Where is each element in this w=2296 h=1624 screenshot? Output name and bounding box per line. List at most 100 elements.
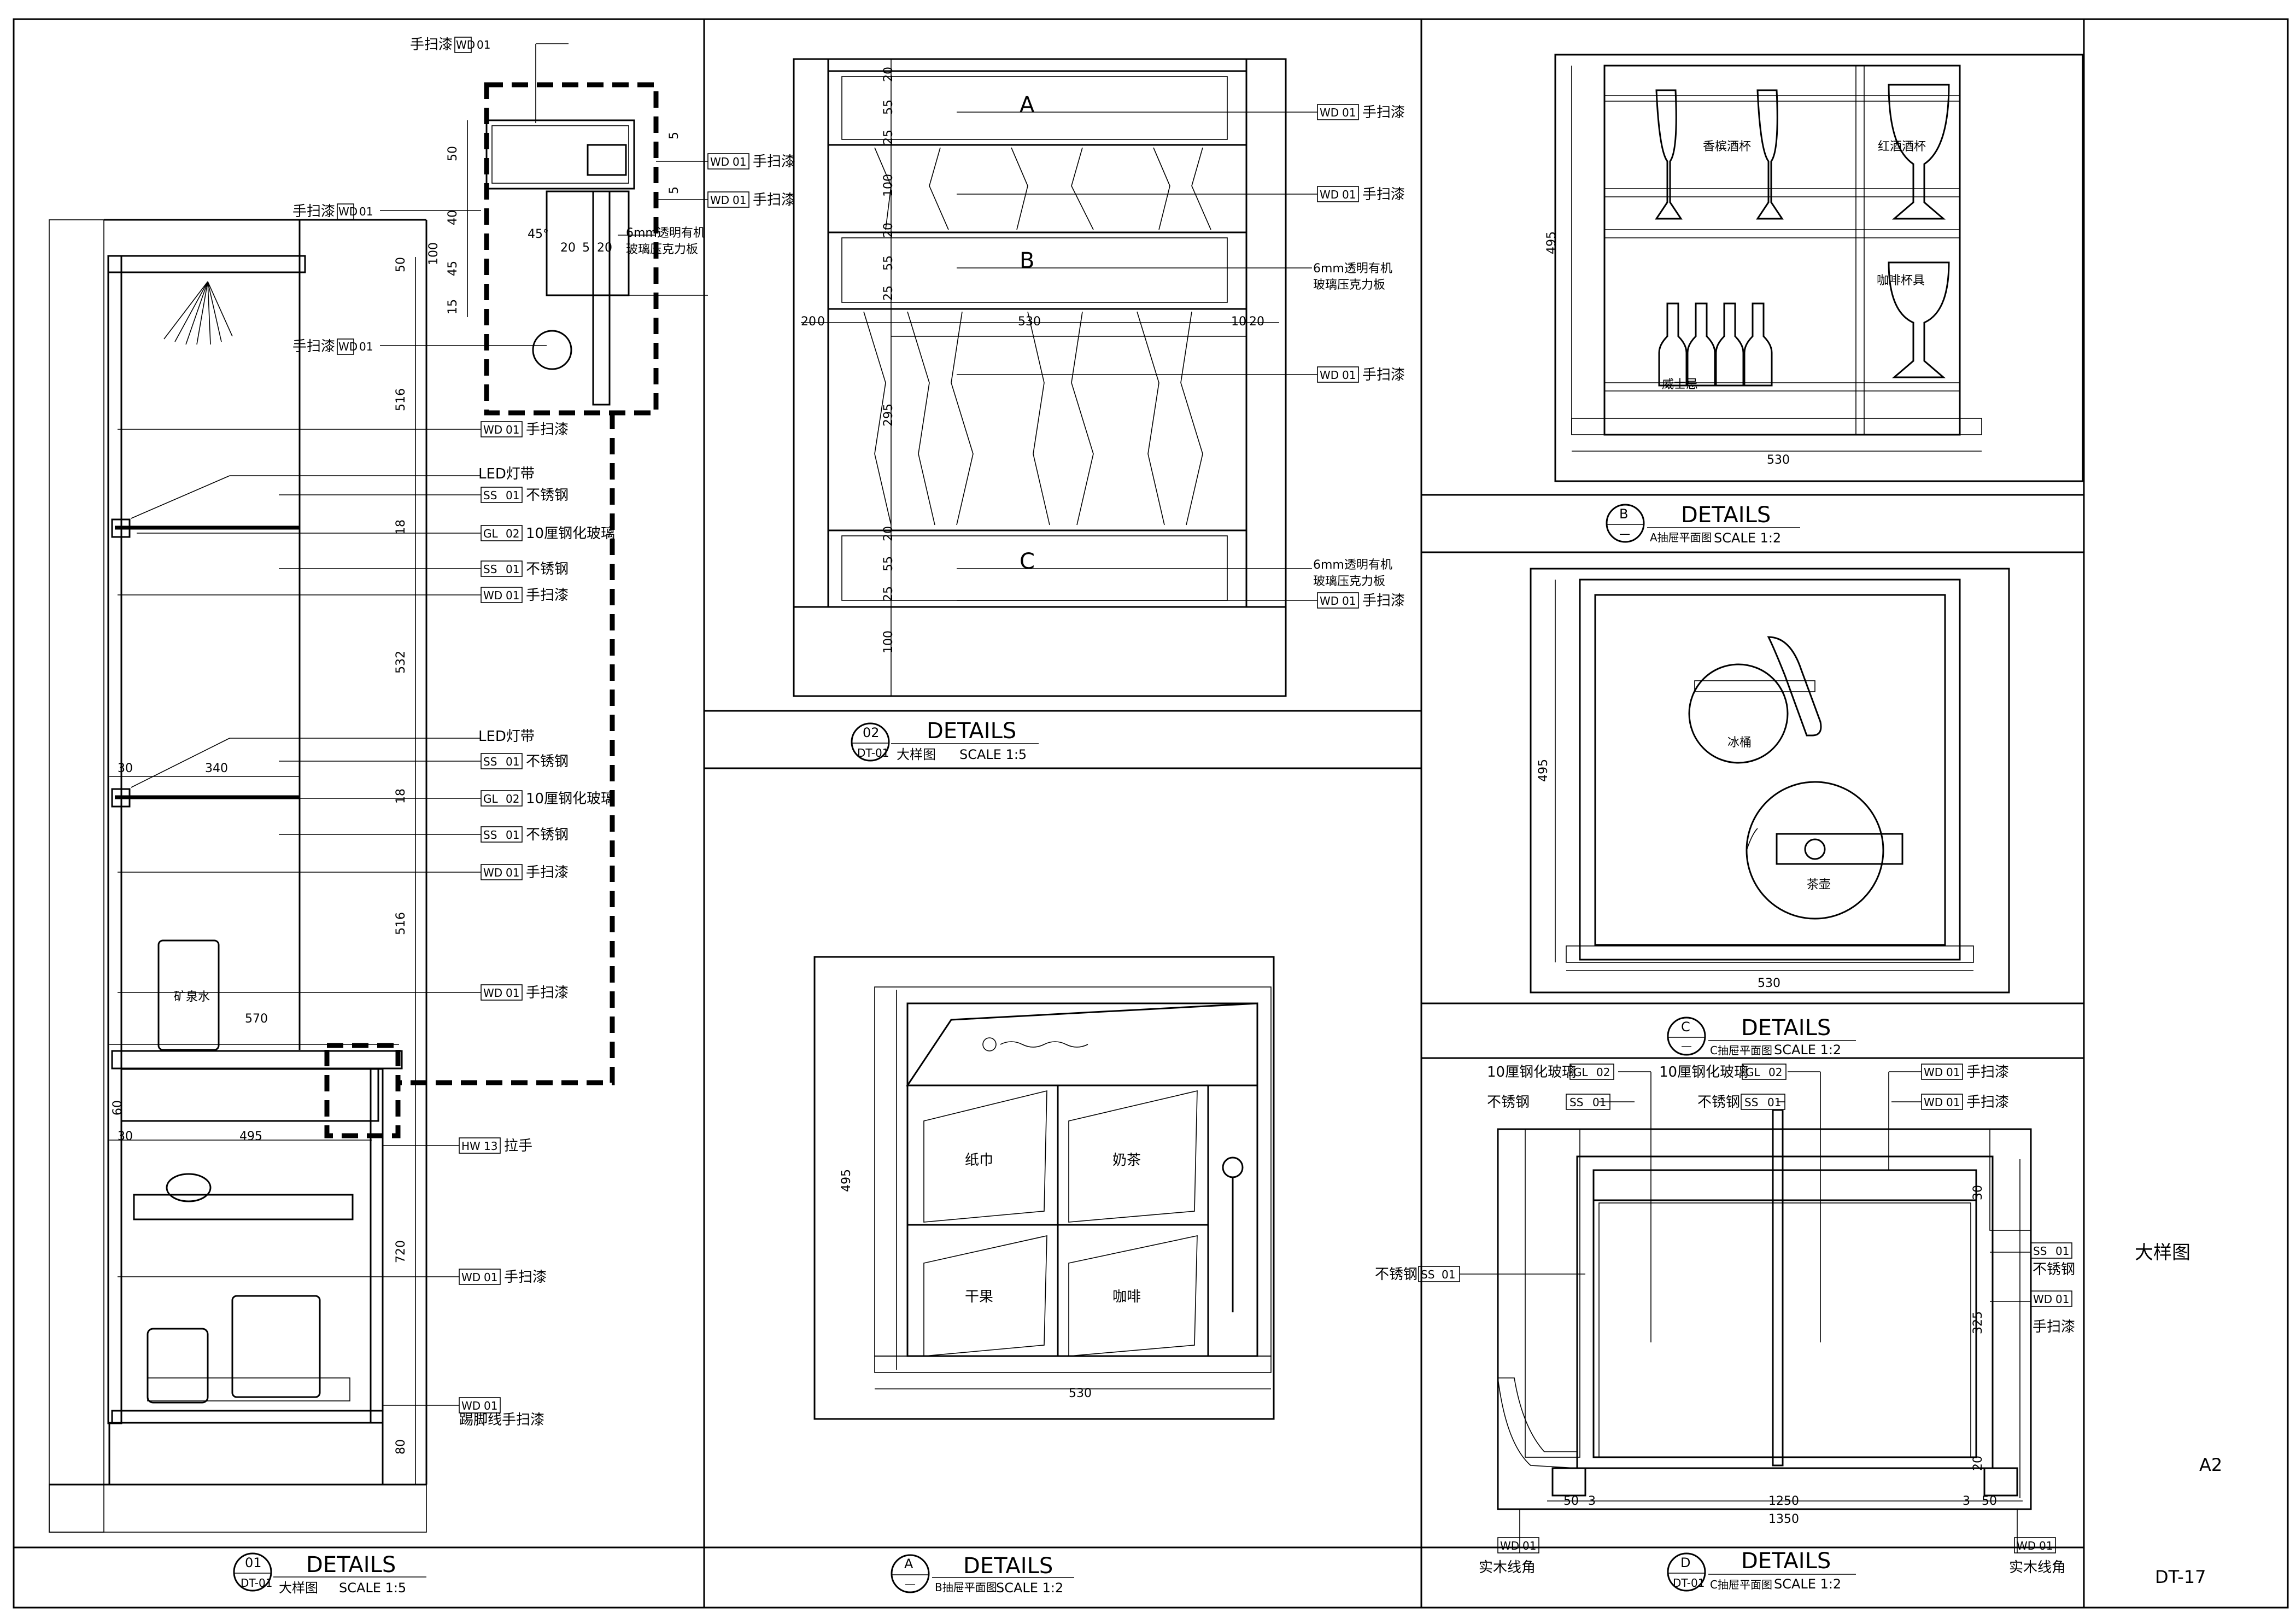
dim-v25c: 25 — [882, 586, 895, 601]
detail-01-number: 01 — [245, 1555, 262, 1570]
detail-a-scale: SCALE 1:2 — [996, 1580, 1063, 1596]
detail-b-scale: SCALE 1:2 — [1714, 530, 1781, 546]
callout-num: 13 — [484, 1140, 497, 1153]
detail-c-number: C — [1681, 1019, 1690, 1035]
detail-a-title: A — DETAILS B抽屉平面图 SCALE 1:2 — [891, 1553, 1074, 1596]
callout-wd-01-a-pre: 手扫漆 — [410, 37, 453, 53]
drawer-c-label: C — [1020, 549, 1035, 574]
champagne-glass-label: 香槟酒杯 — [1703, 140, 1751, 154]
tissue-label: 纸巾 — [965, 1152, 993, 1169]
callout-text: 手扫漆 — [1362, 104, 1405, 121]
dim-v50: 50 — [394, 257, 408, 272]
callout-code: SS — [1744, 1096, 1758, 1109]
dim-h50b: 50 — [1982, 1494, 1997, 1508]
tag-box — [337, 338, 354, 355]
callout-code: WD — [461, 1271, 481, 1284]
dim-5: 5 — [582, 241, 590, 255]
callout-num: 01 — [506, 489, 519, 502]
dim-v325: 325 — [1971, 1311, 1985, 1334]
mineral-water-label: 矿泉水 — [174, 990, 210, 1004]
callout-code: WD — [1320, 594, 1339, 607]
callout-num: 01 — [1946, 1066, 1960, 1079]
callout-pre: 10厘钢化玻璃 — [1487, 1064, 1576, 1080]
detail-a-number: A — [904, 1556, 913, 1572]
callout-pre: 10厘钢化玻璃 — [1659, 1064, 1748, 1080]
dim-h3b: 3 — [1963, 1494, 1970, 1508]
dim-v55: 55 — [882, 100, 895, 115]
callout-text: 手扫漆 — [1966, 1094, 2009, 1111]
callout-code: SS — [2033, 1245, 2047, 1258]
panel-b-drawer-plan — [1554, 54, 2084, 482]
milk-tea-label: 奶茶 — [1112, 1152, 1141, 1169]
teapot-label: 茶壶 — [1807, 878, 1831, 892]
detail-01-scale: SCALE 1:5 — [339, 1580, 406, 1596]
dim-h30b: 30 — [118, 1130, 133, 1143]
dim-h530: 530 — [1767, 453, 1790, 467]
callout-pre: 不锈钢 — [1487, 1094, 1530, 1111]
panel-02-drawers — [793, 58, 1317, 697]
callout-text: 拉手 — [504, 1138, 532, 1154]
callout-code: WD — [483, 423, 502, 436]
callout-code: SS — [483, 828, 497, 842]
detail-b-subtitle: A抽屉平面图 — [1650, 531, 1712, 544]
whisky-label: 威士忌 — [1662, 378, 1698, 392]
callout-code: WD — [1320, 369, 1339, 382]
detail-d-heading: DETAILS — [1741, 1549, 1831, 1574]
dim-v18b: 18 — [394, 788, 408, 804]
callout-text: 手扫漆 — [753, 154, 795, 170]
callout-wd-01-c-pre: 手扫漆 — [292, 338, 335, 355]
detail-c-scale: SCALE 1:2 — [1774, 1042, 1841, 1058]
callout-code: GL — [483, 527, 498, 540]
callout-text: 不锈钢 — [526, 561, 569, 577]
dim-40: 40 — [446, 210, 460, 225]
dim-v720: 720 — [394, 1240, 408, 1263]
callout-num: 01 — [506, 828, 519, 842]
callout-code: WD — [1924, 1096, 1943, 1109]
callout-wd-01-b-code: WD — [338, 205, 358, 218]
callout-wd-01-b-num: 01 — [359, 205, 373, 218]
callout-num: 01 — [733, 194, 746, 207]
dim-100: 100 — [427, 242, 441, 265]
callout-wd-01-c-num: 01 — [359, 340, 373, 353]
dim-45deg: 45° — [528, 227, 549, 241]
detail-c-ref: — — [1681, 1039, 1692, 1053]
callout-code: WD — [461, 1399, 481, 1412]
detail-a-heading: DETAILS — [963, 1553, 1053, 1579]
drawer-a-label: A — [1020, 92, 1035, 118]
drawer-b-label: B — [1020, 248, 1034, 273]
dim-v18: 18 — [394, 519, 408, 535]
red-wine-glass-label: 红酒酒杯 — [1878, 140, 1926, 154]
dim-s5: 5 — [667, 132, 681, 139]
detail-02-heading: DETAILS — [927, 718, 1016, 744]
callout-pre: 不锈钢 — [1375, 1266, 1418, 1283]
dim-v25b: 25 — [882, 285, 895, 301]
dim-v20: 20 — [882, 67, 895, 82]
dim-v20b: 20 — [882, 223, 895, 238]
callout-wd-01-c-code: WD — [338, 340, 358, 353]
callout-pre: 不锈钢 — [1697, 1094, 1740, 1111]
detail-c-title: C — DETAILS C抽屉平面图 SCALE 1:2 — [1667, 1015, 1856, 1058]
panel-b-labels: 香槟酒杯 红酒酒杯 咖啡杯具 威士忌 495 530 — [1545, 140, 1926, 467]
callout-code: WD — [1500, 1539, 1519, 1552]
callout-text: 手扫漆 — [1362, 593, 1405, 609]
dim-v80: 80 — [394, 1439, 408, 1454]
dim-v25: 25 — [882, 130, 895, 145]
callout-code: SS — [483, 489, 497, 502]
callout-num: 01 — [506, 589, 519, 602]
callout-text: 手扫漆 — [1966, 1064, 2009, 1080]
callout-code: HW — [461, 1140, 481, 1153]
callout-code: WD — [1320, 188, 1339, 201]
callout-num: 01 — [506, 563, 519, 576]
callout-code: WD — [1924, 1066, 1943, 1079]
dim-50: 50 — [446, 146, 460, 161]
callout-text: 手扫漆 — [1362, 367, 1405, 383]
callout-code: GL — [1573, 1066, 1588, 1079]
detail-02-subtitle: 大样图 — [897, 747, 936, 762]
callout-num: 01 — [484, 1271, 497, 1284]
callout-wd-01-a-code: WD — [456, 38, 475, 51]
coffee-cup-label: 咖啡杯具 — [1877, 274, 1925, 288]
